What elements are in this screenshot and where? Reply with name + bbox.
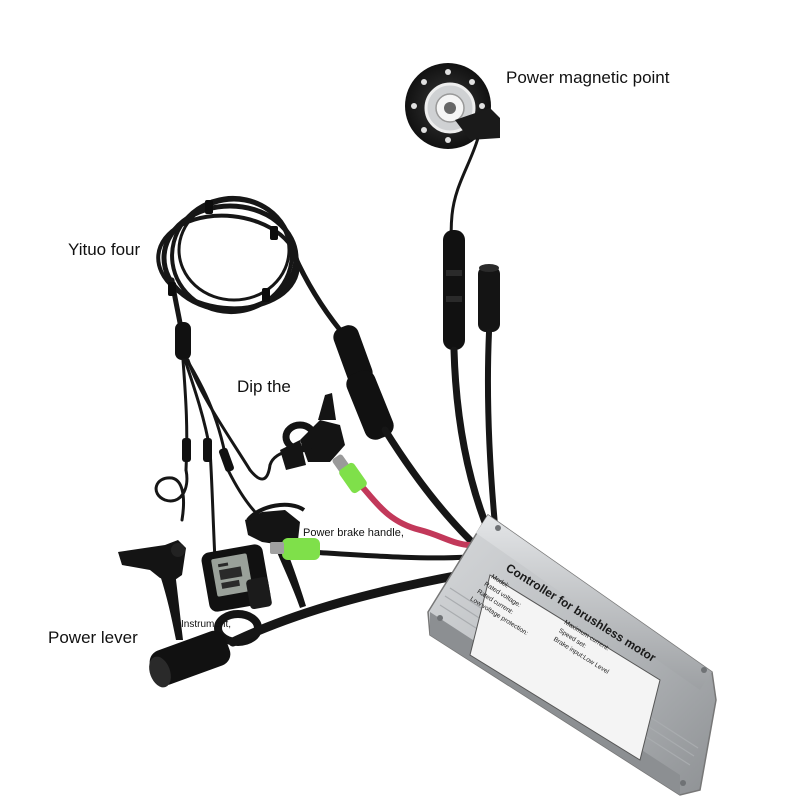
- red-wire: [347, 472, 473, 548]
- label-yituo-four: Yituo four: [68, 240, 141, 259]
- female-plug: [478, 264, 500, 332]
- controller-cables: [228, 329, 498, 647]
- pas-magnet-sensor: [405, 63, 500, 149]
- label-dip-the: Dip the: [237, 377, 291, 396]
- brushless-controller: Controller for brushless motor Model: Ma…: [427, 513, 717, 796]
- left-brake-lever: [118, 540, 186, 640]
- label-instrument: Instrument,: [181, 619, 232, 630]
- label-power-magnetic-point: Power magnetic point: [506, 68, 670, 87]
- cable-ties: [168, 200, 278, 302]
- lead-connectors: [182, 438, 234, 472]
- label-power-lever: Power lever: [48, 628, 138, 647]
- main-harness-connector: [333, 325, 394, 440]
- sensor-connector: [443, 230, 465, 350]
- thumb-throttle: [280, 393, 345, 470]
- splitter-connector: [175, 322, 191, 360]
- green-connector: [270, 538, 320, 560]
- label-power-brake-handle: Power brake handle,: [303, 527, 404, 539]
- right-brake-lever: [245, 502, 306, 608]
- coiled-cable: [156, 195, 343, 343]
- spade-connector: [332, 454, 367, 494]
- lcd-instrument: [201, 544, 272, 646]
- power-lever-plug: [149, 630, 231, 688]
